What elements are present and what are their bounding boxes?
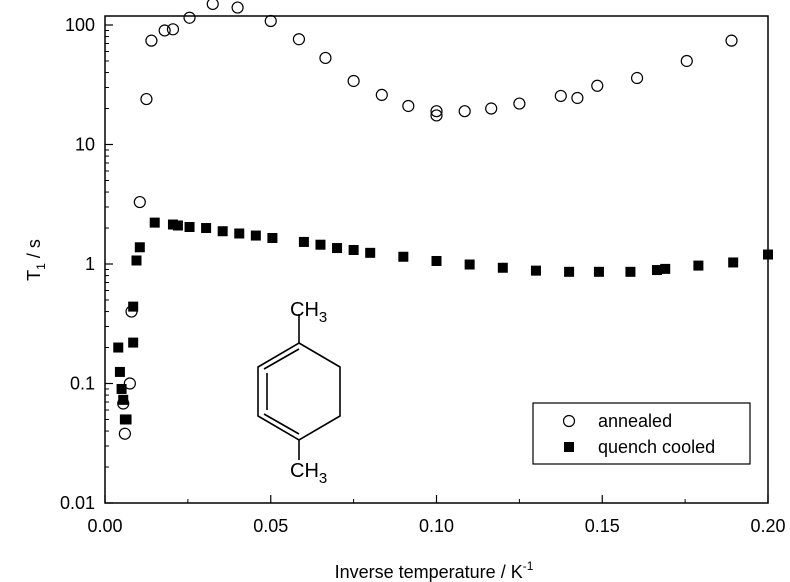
quench-cooled-point <box>113 342 124 353</box>
annealed-point <box>630 71 644 85</box>
y-tick-label: 100 <box>65 15 95 35</box>
y-tick-label: 10 <box>75 135 95 155</box>
quench-cooled-point <box>121 414 132 425</box>
x-axis-title: Inverse temperature / K-1 <box>335 559 534 582</box>
quench-cooled-point <box>234 228 245 239</box>
legend-label-annealed: annealed <box>598 411 672 431</box>
top-methyl-label: CH3 <box>290 299 327 326</box>
annealed-point <box>680 54 693 68</box>
quench-cooled-point <box>128 337 139 348</box>
quench-cooled-point <box>593 266 604 277</box>
annealed-point <box>485 102 498 115</box>
quench-cooled-point <box>348 244 359 255</box>
quench-cooled-point <box>332 243 343 254</box>
bottom-methyl-label: CH3 <box>290 460 327 487</box>
x-tick-label: 0.10 <box>419 516 454 536</box>
annealed-point <box>375 88 388 102</box>
quench-cooled-point <box>116 383 127 394</box>
quench-cooled-point <box>625 266 636 277</box>
svg-text:T1 / s: T1 / s <box>24 239 48 281</box>
annealed-point <box>571 91 584 105</box>
x-tick-label: 0.05 <box>253 516 288 536</box>
annealed-point <box>158 24 171 37</box>
annealed-point <box>264 14 277 28</box>
x-tick-label: 0.15 <box>585 516 620 536</box>
quench-cooled-point <box>298 236 309 247</box>
quench-cooled-point <box>114 366 125 377</box>
quench-cooled-point <box>134 242 145 253</box>
y-tick-label: 0.01 <box>60 493 95 513</box>
annealed-point <box>118 427 131 440</box>
legend-box <box>532 402 751 465</box>
annealed-point <box>231 1 244 14</box>
quench-cooled-point <box>128 301 139 312</box>
series-layer <box>113 0 773 440</box>
benzene-inner-bond-bottom <box>263 413 300 435</box>
quench-cooled-point <box>728 257 739 268</box>
annealed-point <box>319 51 332 65</box>
p-xylene-structure: CH3 CH3 <box>257 299 341 487</box>
x-tick-label: 0.20 <box>750 516 785 536</box>
annealed-point <box>183 11 196 24</box>
annealed-point <box>430 109 443 122</box>
annealed-point <box>140 92 153 106</box>
quench-cooled-point <box>564 266 575 277</box>
annealed-point <box>402 99 415 113</box>
annealed-point <box>123 377 136 390</box>
legend: annealed quench cooled <box>532 402 751 465</box>
quench-cooled-point <box>315 239 326 250</box>
quench-cooled-point <box>497 262 508 273</box>
annealed-point <box>292 33 306 46</box>
y-tick-label: 0.1 <box>70 374 95 394</box>
x-axis-ticks: 0.00 0.05 0.10 0.15 0.20 <box>87 495 786 536</box>
legend-marker-annealed <box>562 414 576 428</box>
annealed-point <box>133 195 146 209</box>
quench-cooled-point <box>431 255 442 266</box>
benzene-ring-outer <box>257 342 341 441</box>
quench-cooled-point <box>365 247 376 258</box>
annealed-point <box>145 34 158 47</box>
benzene-inner-bond-top <box>263 348 300 370</box>
quench-cooled-point <box>118 394 129 405</box>
y-tick-label: 1 <box>85 254 95 274</box>
quench-cooled-point <box>763 249 773 260</box>
annealed-point <box>347 74 360 88</box>
quench-cooled-point <box>184 221 195 232</box>
annealed-point <box>430 105 443 118</box>
quench-cooled-point <box>464 259 475 270</box>
quench-cooled-point <box>250 230 261 241</box>
annealed-point <box>166 23 180 36</box>
annealed-point <box>458 105 471 118</box>
quench-cooled-point <box>267 233 278 244</box>
quench-cooled-point <box>217 226 228 237</box>
quench-cooled-point <box>398 251 409 262</box>
annealed-point <box>554 89 567 103</box>
y-axis-ticks: 0.01 0.1 1 10 100 <box>60 15 113 513</box>
quench-cooled-point <box>172 220 183 231</box>
annealed-point <box>513 97 526 110</box>
quench-cooled-point <box>693 260 704 271</box>
quench-cooled-point <box>149 217 160 228</box>
annealed-point <box>591 79 604 92</box>
legend-label-quench-cooled: quench cooled <box>598 437 715 457</box>
annealed-point <box>206 0 219 11</box>
annealed-point <box>725 34 738 47</box>
legend-marker-quench-cooled <box>564 442 574 452</box>
quench-cooled-point <box>660 263 671 274</box>
quench-cooled-point <box>530 265 541 276</box>
quench-cooled-point <box>131 255 142 266</box>
quench-cooled-point <box>201 223 212 234</box>
quench-cooled-point <box>651 265 662 276</box>
x-tick-label: 0.00 <box>87 516 122 536</box>
y-axis-title: T1 / s <box>24 239 48 281</box>
